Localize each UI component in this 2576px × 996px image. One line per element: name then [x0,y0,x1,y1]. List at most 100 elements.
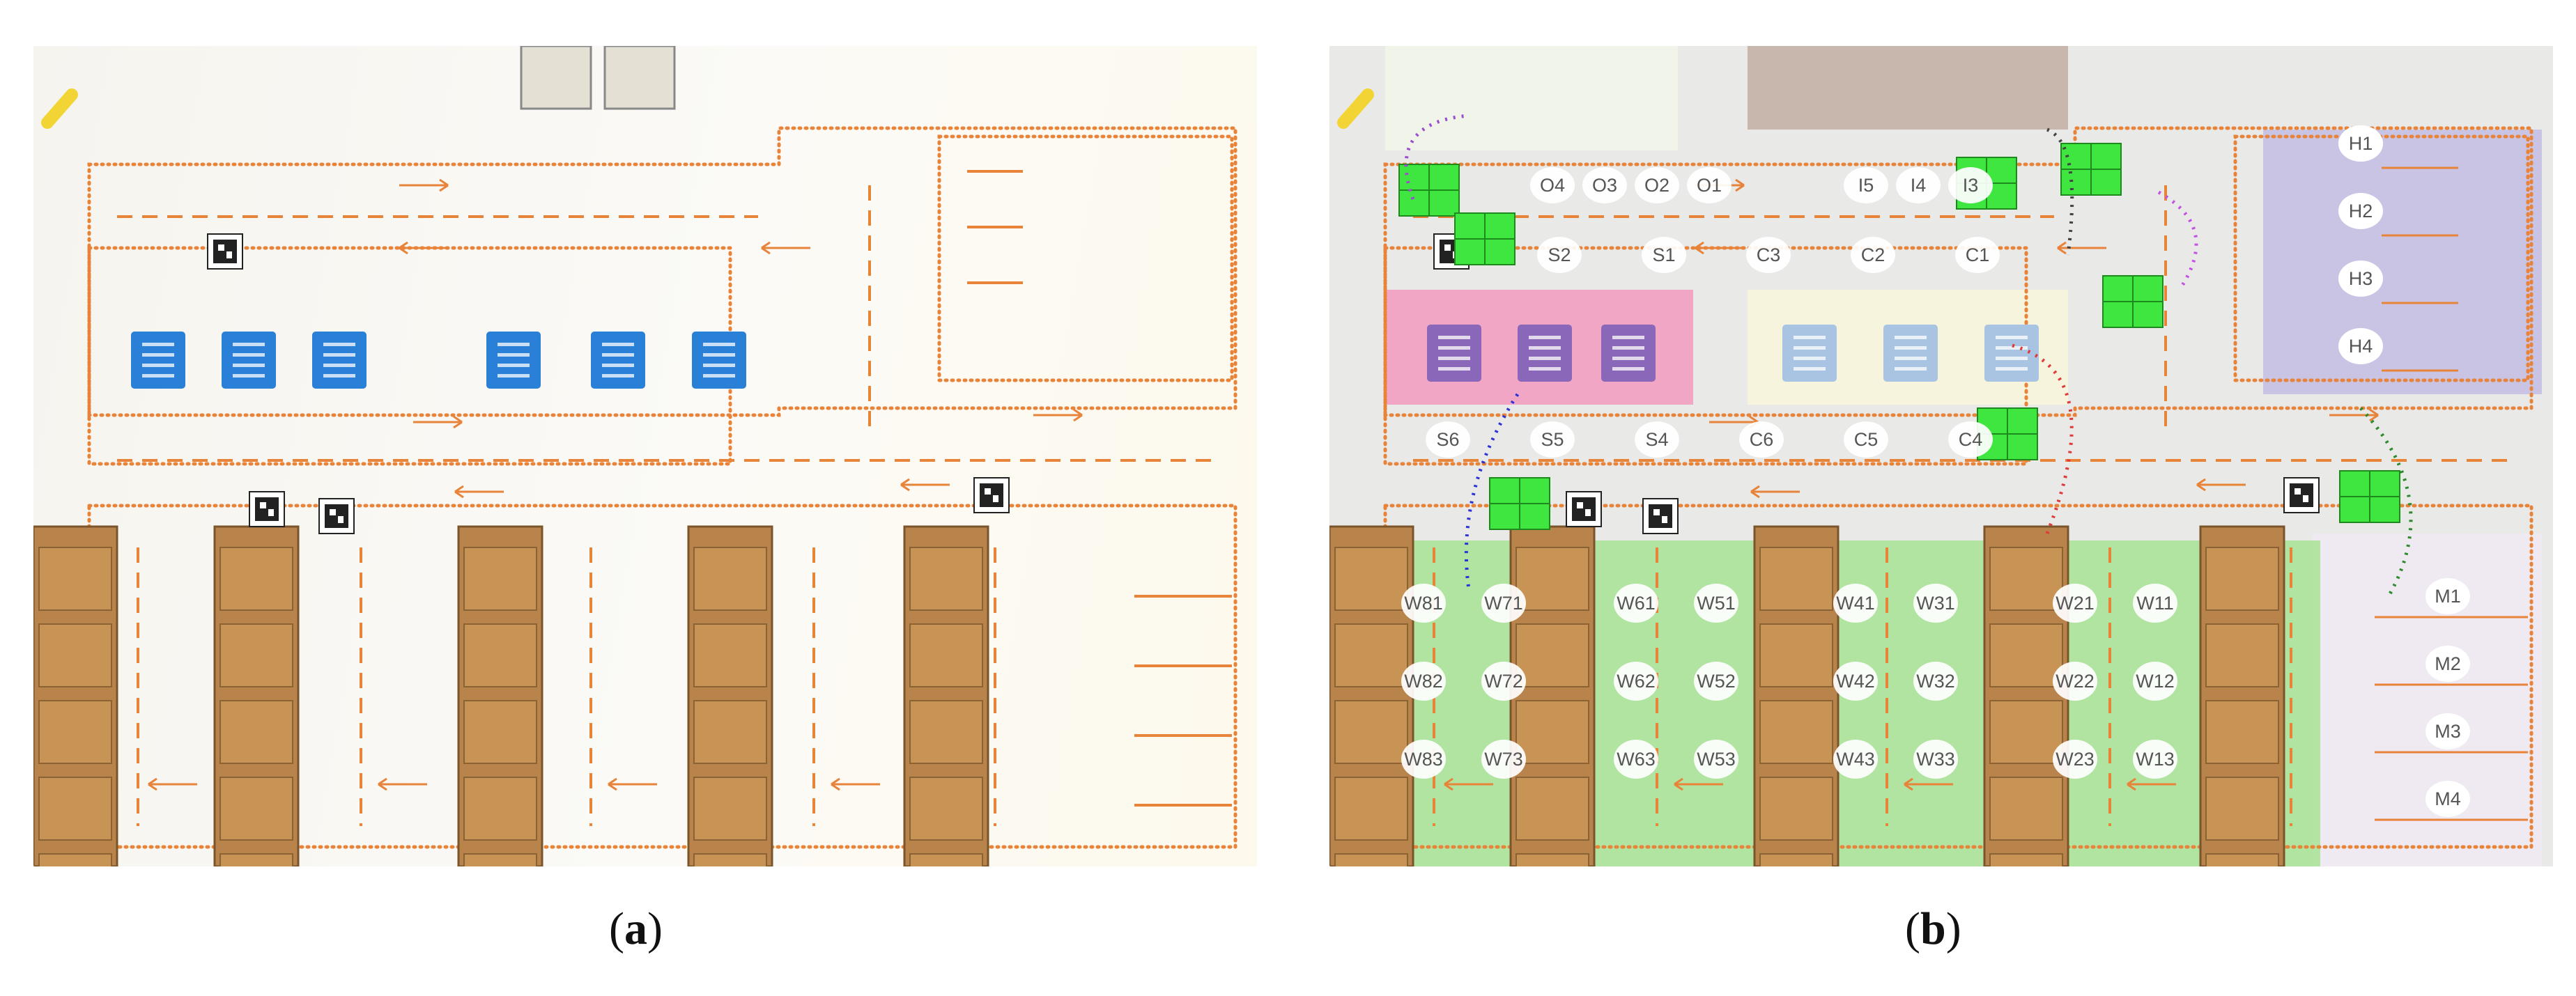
station-label: I3 [1963,175,1979,196]
bin-slot [323,343,355,346]
station-marker [1694,662,1738,701]
bin-slot [1612,336,1644,339]
shelf-box [38,853,112,866]
bin-slot [1794,367,1826,371]
path-arrow [2057,241,2106,255]
storage-bin [486,332,541,389]
station-label: W63 [1617,749,1656,770]
station-marker [2425,646,2470,682]
track-loop-upper [87,126,1237,417]
storage-bin [1427,325,1481,382]
station-label: W83 [1404,749,1443,770]
yellow-tape [1337,88,1374,129]
station-marker [1913,662,1958,701]
station-marker [2338,125,2383,162]
bin-slot [142,374,174,378]
shelf-box [219,623,293,687]
station-label: H3 [2349,268,2373,289]
shelf-box [909,547,983,611]
annotated-map-panel-b: O4O3O2O1I5I4I3S2S1C3C2C1S6S5S4C6C5C4H1H1… [1329,46,2553,866]
track-side-box [937,134,1234,382]
path-arrow [608,777,657,791]
aruco-marker-bit [1653,509,1660,515]
bin-slot [1996,357,2028,360]
aruco-marker-bit [338,516,344,523]
shelf-box [463,777,537,841]
station-marker [1833,584,1878,623]
bin-slot [703,374,735,378]
bin-slot [1612,367,1644,371]
aruco-marker-inner [1649,504,1672,528]
station-label: W62 [1617,671,1656,692]
station-label: C5 [1854,429,1879,450]
robot-grid [2103,276,2163,327]
aruco-marker-inner [325,504,348,528]
station-marker [2338,193,2383,229]
path-arrow [2127,777,2176,791]
shelf-box [909,623,983,687]
path-arrow [399,241,448,255]
storage-bin [591,332,645,389]
bin-slot [602,374,634,378]
station-marker [1401,584,1446,623]
bin-slot [1529,336,1561,339]
aruco-marker-bit [1662,516,1667,523]
bin-slot [1612,357,1644,360]
station-marker [2053,740,2097,779]
station-marker [1530,167,1575,203]
shelf-box [1759,700,1833,764]
station-label: C4 [1959,429,1983,450]
shelf-box [1515,547,1589,611]
bin-slot [1529,367,1561,371]
station-marker [1614,584,1658,623]
station-marker [1844,421,1888,458]
station-marker [1955,237,2000,273]
station-marker [1694,584,1738,623]
station-marker [1635,167,1679,203]
station-marker [1481,740,1526,779]
shelf-box [1334,853,1408,866]
path-arrow [2329,408,2379,422]
aruco-marker-inner [213,240,237,263]
station-label: W42 [1836,671,1875,692]
shelf-box [38,700,112,764]
bin-slot [1529,357,1561,360]
shelf-box [2205,547,2279,611]
aruco-marker-bit [260,502,266,508]
station-label: O2 [1644,175,1669,196]
station-label: W32 [1916,671,1955,692]
photo-panel-a [33,46,1257,866]
station-label: W73 [1484,749,1523,770]
station-label: S6 [1436,429,1459,450]
bin-slot [1438,336,1470,339]
station-marker [2133,584,2177,623]
planned-path [2046,127,2074,256]
aruco-marker-inner [1572,497,1596,521]
path-arrow [378,777,427,791]
aruco-marker-bit [1585,509,1591,516]
panel-a-scene [33,46,1237,866]
track-loop-middle [87,246,732,466]
bin-slot [142,364,174,367]
shelf-box [693,700,767,764]
bin-slot [1996,346,2028,350]
station-marker [1739,421,1784,458]
shelf-box [909,853,983,866]
station-marker [1833,740,1878,779]
station-label: W41 [1836,593,1875,614]
station-marker [2133,662,2177,701]
bin-slot [1612,346,1644,350]
station-label: O4 [1540,175,1565,196]
storage-bin [222,332,276,389]
shelf-box [2205,777,2279,841]
aruco-marker-inner [980,483,1003,507]
station-label: W72 [1484,671,1523,692]
bin-slot [1895,336,1927,339]
storage-bin [1518,325,1572,382]
station-marker [1635,421,1679,458]
shelf-box [463,853,537,866]
aruco-marker-inner [2290,483,2313,507]
station-label: C1 [1966,244,1990,265]
station-label: W33 [1916,749,1955,770]
shelf-box [1515,777,1589,841]
